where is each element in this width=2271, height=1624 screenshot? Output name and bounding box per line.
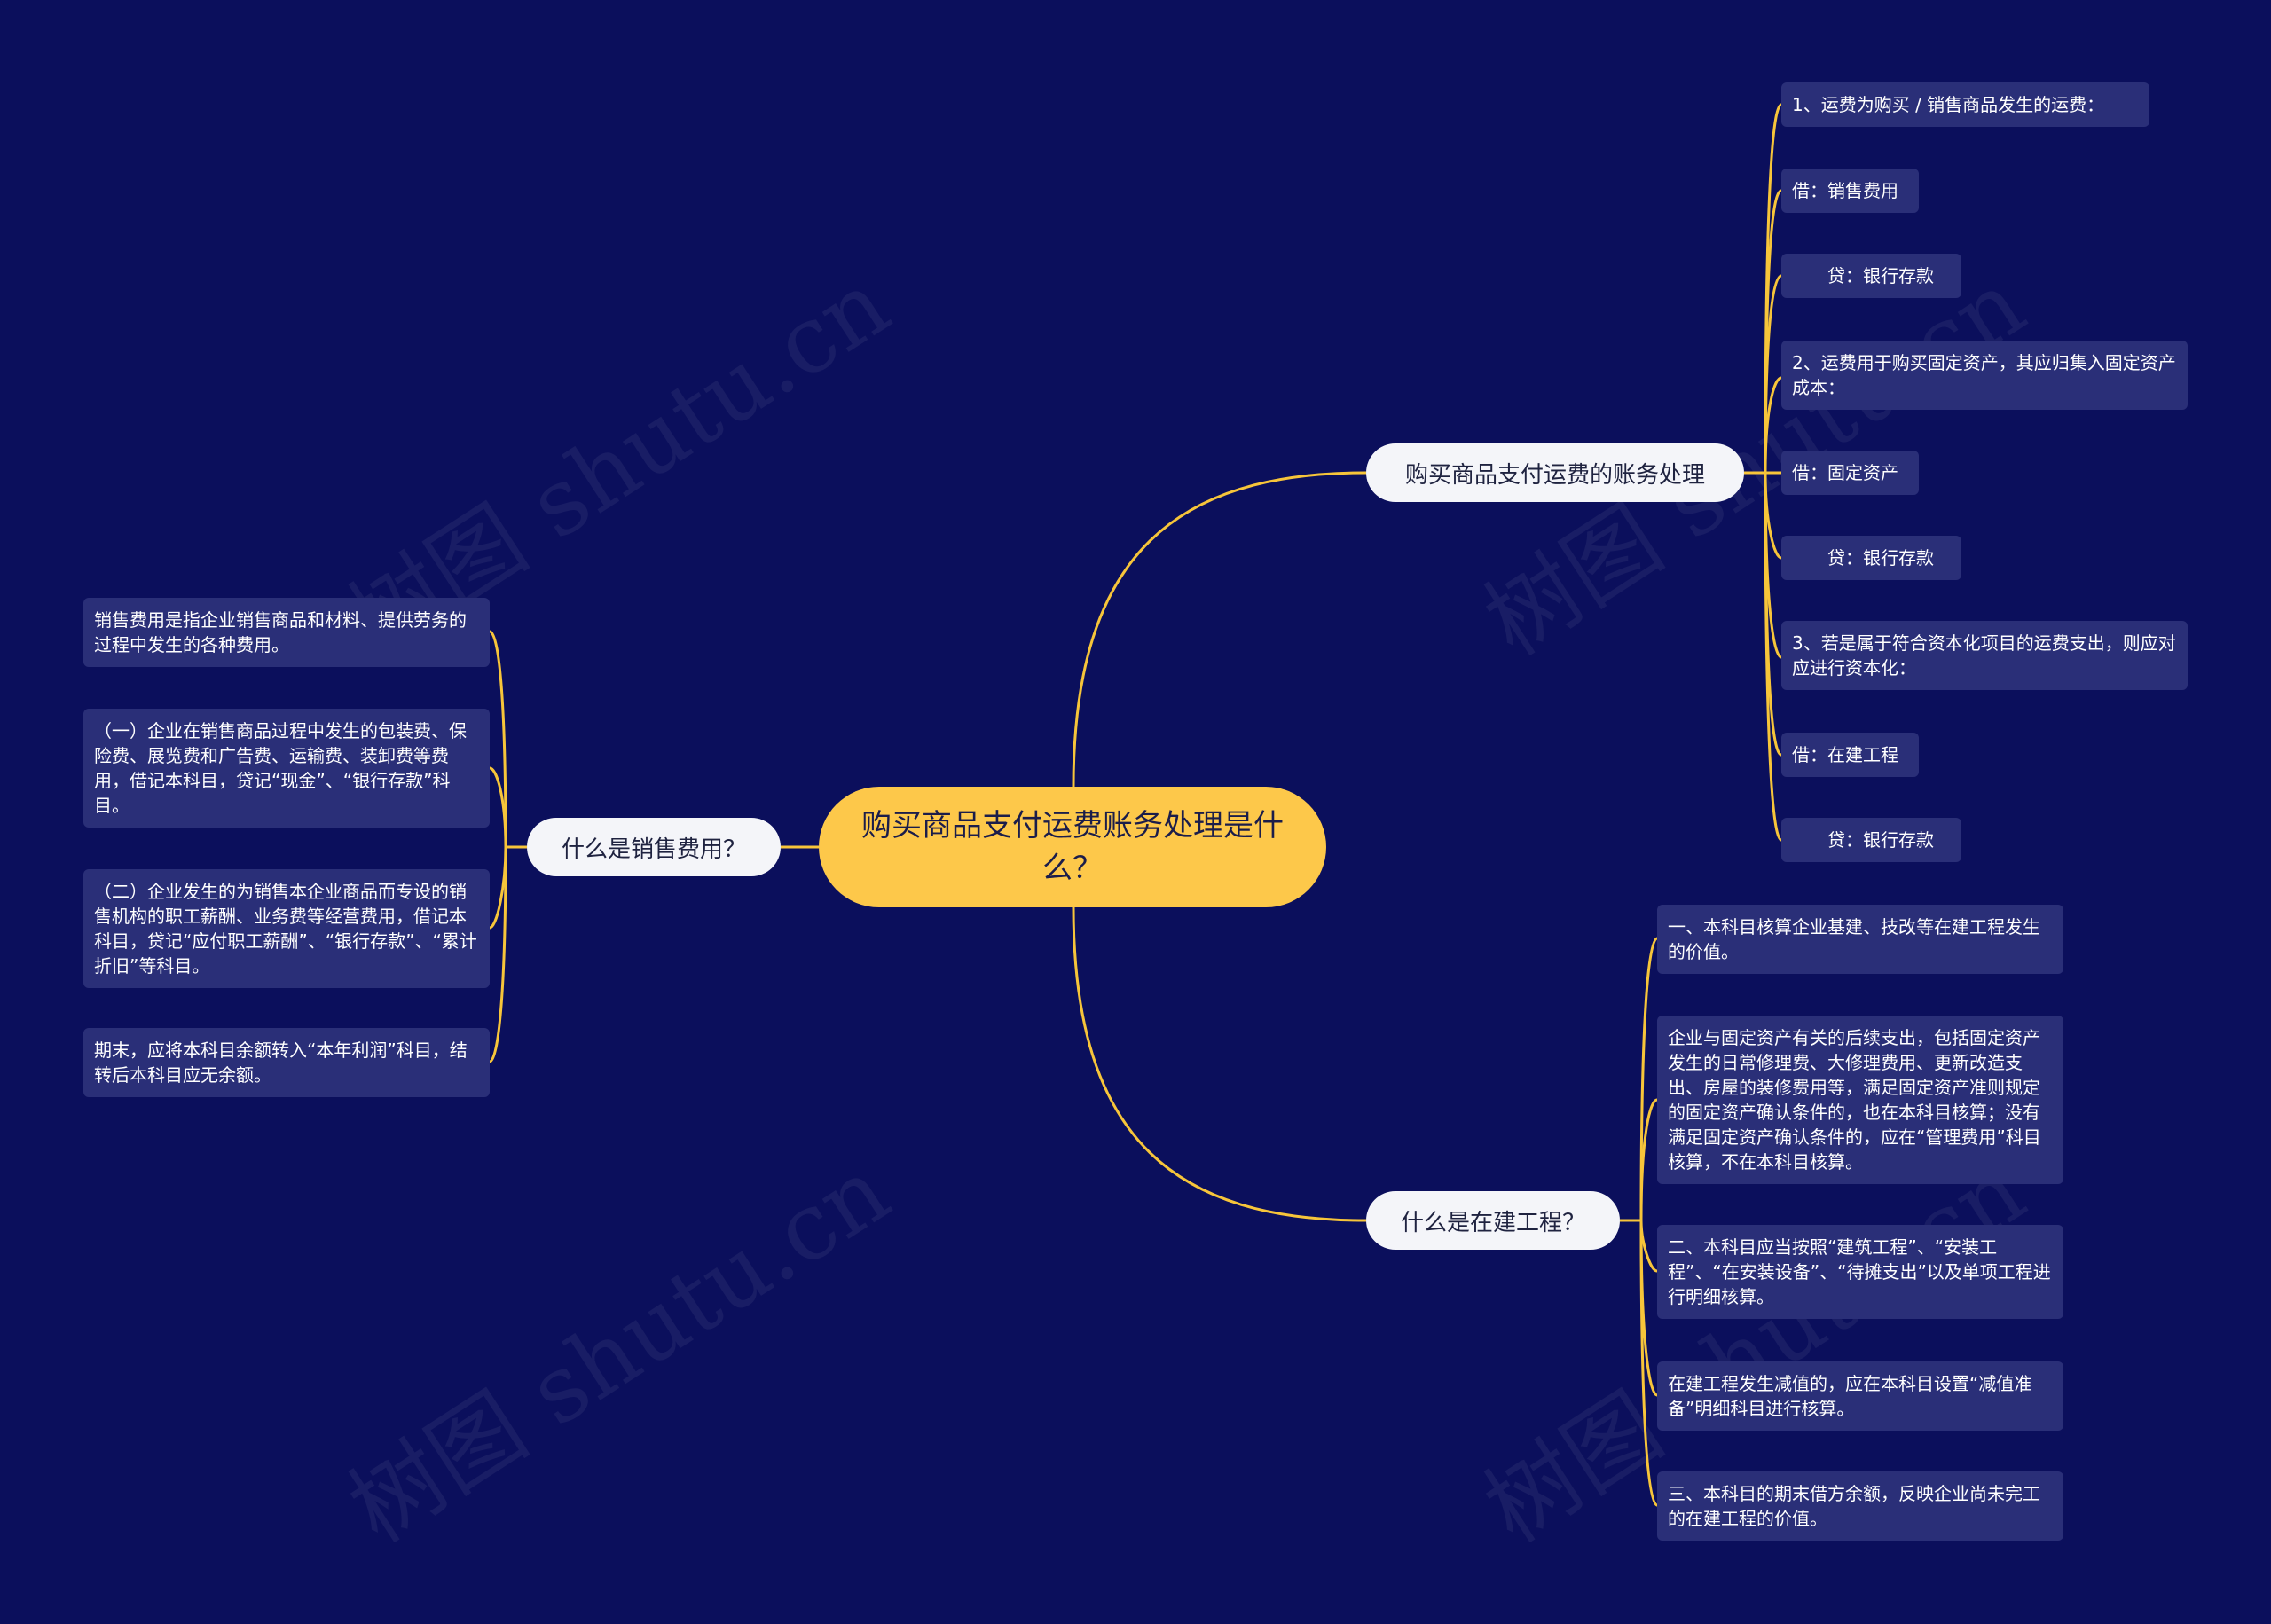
shipping-item[interactable]: 借：销售费用	[1781, 169, 1919, 213]
construction-item[interactable]: 二、本科目应当按照“建筑工程”、“安装工程”、“在安装设备”、“待摊支出”以及单…	[1657, 1225, 2063, 1319]
sales-item[interactable]: （一）企业在销售商品过程中发生的包装费、保险费、展览费和广告费、运输费、装卸费等…	[83, 709, 490, 828]
construction-item[interactable]: 一、本科目核算企业基建、技改等在建工程发生的价值。	[1657, 905, 2063, 974]
topic-construction-in-progress[interactable]: 什么是在建工程？	[1366, 1191, 1620, 1250]
connector-sales-item	[489, 630, 507, 848]
connector-construction-item	[1639, 1220, 1658, 1273]
construction-item[interactable]: 三、本科目的期末借方余额，反映企业尚未完工的在建工程的价值。	[1657, 1471, 2063, 1541]
connector-shipping-item	[1764, 274, 1782, 474]
sales-item[interactable]: 期末，应将本科目余额转入“本年利润”科目，结转后本科目应无余额。	[83, 1028, 490, 1097]
connector-shipping-item	[1764, 376, 1782, 474]
root-label: 购买商品支付运费账务处理是什么？	[861, 808, 1284, 886]
construction-item[interactable]: 在建工程发生减值的，应在本科目设置“减值准备”明细科目进行核算。	[1657, 1361, 2063, 1431]
root-topic[interactable]: 购买商品支付运费账务处理是什么？	[819, 787, 1326, 907]
sales-item[interactable]: （二）企业发生的为销售本企业商品而专设的销售机构的职工薪酬、业务费等经营费用，借…	[83, 869, 490, 988]
connector-sales-item	[489, 766, 507, 848]
shipping-item[interactable]: 1、运费为购买 / 销售商品发生的运费：	[1781, 82, 2149, 127]
connector-sales-item	[489, 846, 507, 1063]
topic-label: 购买商品支付运费的账务处理	[1404, 461, 1705, 489]
connector-sales-item	[489, 846, 507, 930]
shipping-item[interactable]: 贷：银行存款	[1781, 536, 1961, 580]
shipping-item[interactable]: 借：在建工程	[1781, 733, 1919, 777]
connector-construction-item	[1639, 937, 1658, 1221]
connector-root-shipping	[1072, 471, 1367, 788]
topic-shipping-accounting[interactable]: 购买商品支付运费的账务处理	[1366, 443, 1744, 502]
topic-label: 什么是在建工程？	[1400, 1209, 1585, 1236]
shipping-item[interactable]: 贷：银行存款	[1781, 818, 1961, 862]
connector-construction-item	[1639, 1220, 1658, 1507]
connector-shipping-item	[1764, 472, 1782, 842]
connector-shipping-item	[1764, 472, 1782, 560]
topic-label: 什么是销售费用？	[561, 836, 746, 863]
shipping-item[interactable]: 2、运费用于购买固定资产，其应归集入固定资产成本：	[1781, 341, 2188, 410]
sales-item[interactable]: 销售费用是指企业销售商品和材料、提供劳务的过程中发生的各种费用。	[83, 598, 490, 667]
topic-sales-expenses[interactable]: 什么是销售费用？	[527, 818, 781, 876]
shipping-item[interactable]: 3、若是属于符合资本化项目的运费支出，则应对应进行资本化：	[1781, 621, 2188, 690]
connector-root-construction	[1072, 906, 1367, 1222]
construction-item[interactable]: 企业与固定资产有关的后续支出，包括固定资产发生的日常修理费、大修理费用、更新改造…	[1657, 1016, 2063, 1184]
connector-construction-item	[1639, 1098, 1658, 1221]
shipping-item[interactable]: 借：固定资产	[1781, 451, 1919, 495]
shipping-item[interactable]: 贷：银行存款	[1781, 254, 1961, 298]
